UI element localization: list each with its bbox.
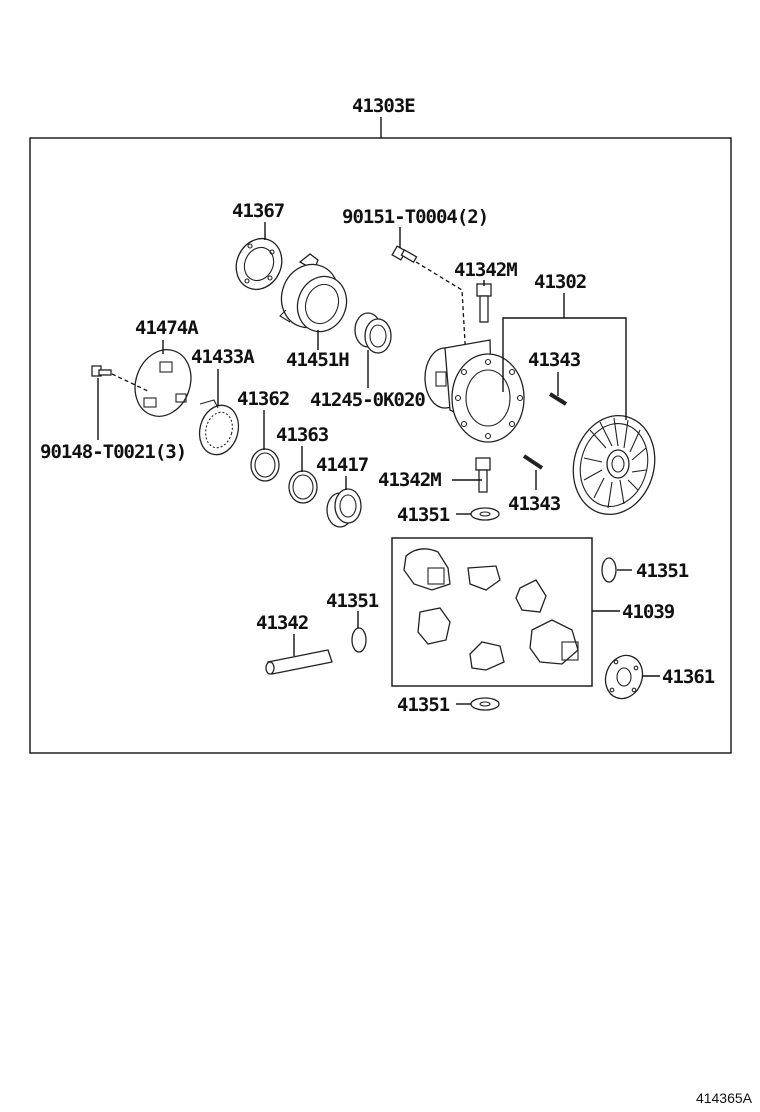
callout-90148-T0021[interactable]: 90148-T0021(3) — [40, 441, 187, 463]
part-41342-shaft[interactable] — [265, 649, 333, 675]
callout-41362[interactable]: 41362 — [237, 388, 290, 410]
part-41474A-rotor-plate[interactable] — [126, 342, 200, 424]
bolt-path-dashed — [415, 261, 467, 361]
callout-41417[interactable]: 41417 — [316, 454, 370, 476]
part-41302-diff-case[interactable] — [424, 339, 525, 443]
callout-41343-lower[interactable]: 41343 — [508, 493, 562, 515]
part-41417-bearing[interactable] — [326, 488, 362, 528]
callout-41361[interactable]: 41361 — [662, 666, 716, 688]
part-41451H-housing[interactable] — [273, 253, 354, 339]
part-41351-washer-d[interactable] — [470, 697, 500, 711]
callout-41351-b[interactable]: 41351 — [636, 560, 690, 582]
assembly-frame — [29, 137, 732, 754]
callout-41343-upper[interactable]: 41343 — [528, 349, 582, 371]
callout-41351-d[interactable]: 41351 — [397, 694, 451, 716]
part-41343-pin-upper[interactable] — [548, 392, 568, 406]
callout-41451H[interactable]: 41451H — [286, 349, 350, 371]
callout-41245-0K020[interactable]: 41245-0K020 — [310, 389, 426, 411]
callout-41433A[interactable]: 41433A — [191, 346, 256, 368]
part-41039-gear-kit-box[interactable] — [391, 537, 593, 687]
part-41343-pin-lower[interactable] — [522, 454, 544, 470]
gear-kit-gears — [403, 548, 579, 671]
callout-41351-c[interactable]: 41351 — [326, 590, 380, 612]
part-41342M-pin-lower[interactable] — [475, 457, 491, 493]
part-41351-washer-c[interactable] — [351, 627, 367, 653]
part-90148-T0021-bolt[interactable] — [91, 365, 112, 377]
callout-90151-T0004[interactable]: 90151-T0004(2) — [342, 206, 489, 228]
callout-41367[interactable]: 41367 — [232, 200, 286, 222]
callout-41342[interactable]: 41342 — [256, 612, 309, 634]
bolt-path-dashed-left — [111, 373, 151, 393]
part-41302-ring-gear[interactable] — [562, 406, 665, 523]
part-41361-disc[interactable] — [600, 650, 649, 704]
callout-41363[interactable]: 41363 — [276, 424, 330, 446]
callout-41474A[interactable]: 41474A — [135, 317, 200, 339]
callout-41302[interactable]: 41302 — [534, 271, 587, 293]
leader-lines — [97, 222, 660, 705]
part-90151-T0004-bolt[interactable] — [391, 245, 418, 263]
part-41351-washer-a[interactable] — [470, 507, 500, 521]
callout-41342M-lower[interactable]: 41342M — [378, 469, 442, 491]
part-41245-0K020-bearing[interactable] — [354, 312, 392, 354]
callout-41039[interactable]: 41039 — [622, 601, 676, 623]
assembly-part-number[interactable]: 41303E — [352, 95, 416, 117]
diagram-code: 414365A — [696, 1090, 753, 1106]
callout-41342M-upper[interactable]: 41342M — [454, 259, 518, 281]
callout-41351-a[interactable]: 41351 — [397, 504, 451, 526]
part-41342M-pin-upper[interactable] — [476, 283, 492, 323]
part-41351-washer-b[interactable] — [601, 557, 617, 583]
part-41367-plate[interactable] — [228, 231, 290, 297]
part-41433A-sensor-ring[interactable] — [194, 399, 244, 459]
